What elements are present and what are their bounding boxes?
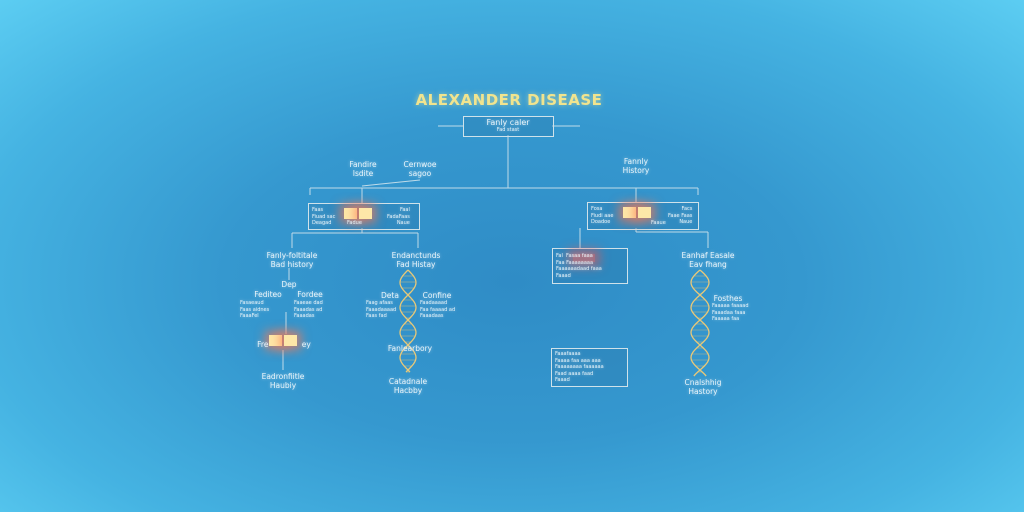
left-node-text-m: Fadue [347,220,362,226]
gene-marker [359,208,372,219]
branch-lm-foot: Catadnale Hacbby [388,377,428,395]
helix-strand [399,269,417,373]
branch-ll-a: Fediteo [254,290,282,299]
branch-rr-foot: Cnalshhig Hastory [684,378,722,396]
left-node-text-l: Faas Fiuad sac Deagad [312,207,336,226]
branch-ll-a-sub: Fasaeaud Faas aidnes FaaaFel [240,300,270,319]
branch-ll-head: Fanly-foltitale Bad history [266,251,318,269]
gene-marker [638,207,651,218]
info-box-1: Fal Fasaa faaa Faa Faaaaaaaa Faaaaaadaad… [552,248,628,284]
label-left-a: Fandire Isdite [349,160,377,178]
branch-rr-a: Fosthes [713,294,743,303]
branch-rr-a-sub: Faaaaa faaaad Faaadaa faaa Faaaaa faa [712,303,749,322]
label-left-b: Cernwoe sagoo [403,160,437,178]
helix-strand [690,269,710,377]
branch-lm-b: Confine [422,291,452,300]
gene-marker [269,335,282,346]
diagram-title: ALEXANDER DISEASE [415,91,603,109]
dna-helix-icon [690,269,710,377]
branch-lm-head: Endanctunds Fad Histay [391,251,441,269]
branch-ll-b-sub: Faaeae dad Faaadas ad Faaadas [294,300,323,319]
branch-lm-mid: Fanlearbory [387,344,433,353]
root-label: Fanly caler [486,118,530,127]
branch-ll-dep: Dep [281,280,297,289]
gene-marker [344,208,357,219]
branch-lm-a: Deta [381,291,399,300]
label-right: Fannly History [622,157,650,175]
branch-ll-b: Fordee [297,290,323,299]
branch-ll-glow-label: Fre ey [257,340,311,349]
dna-helix-icon [399,269,417,373]
branch-rr-head: Eanhaf Easale Eav fhang [681,251,735,269]
gene-marker [623,207,636,218]
gene-marker [284,335,297,346]
info-box-2-text: Faaafaaaa Faaaa faa aaa aaa Faaaaaaaa fa… [555,351,604,383]
right-node-text-m: Faaue [651,220,666,226]
info-box-1-text: Fal Fasaa faaa Faa Faaaaaaaa Faaaaaadaad… [556,253,602,279]
branch-lm-b-sub: Faadaaaad Faa faaaad ad Faaadaas [420,300,456,319]
info-box-2: Faaafaaaa Faaaa faa aaa aaa Faaaaaaaa fa… [551,348,628,387]
mutation-marker [573,254,595,262]
helix-strand [690,269,710,377]
left-node: Faas Fiuad sac Deagad Fadue Faal FadaFaa… [308,203,420,230]
right-node: Fosa Fiudi aae Doadoe Faaue Facs Faae Fa… [587,202,699,230]
helix-strand [399,269,417,373]
branch-lm-a-sub: Faag afaas Faaadaaaad Faas fad [366,300,397,319]
root-node: Fanly caler Fad stast [463,116,554,137]
left-node-text-r: Faal FadaFaas Naue [387,207,410,226]
branch-ll-foot: Eadronfiitle Haubiy [261,372,305,390]
right-node-text-r: Facs Faae Faas Naue [668,206,693,225]
root-sublabel: Fad stast [496,127,520,133]
right-node-text-l: Fosa Fiudi aae Doadoe [591,206,614,225]
